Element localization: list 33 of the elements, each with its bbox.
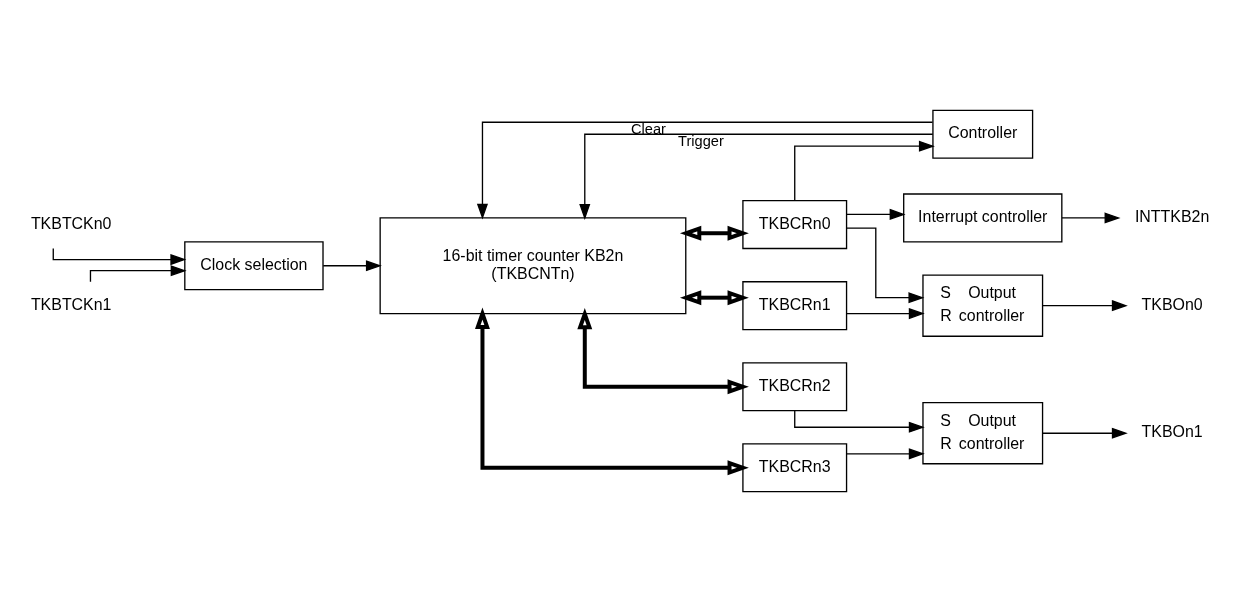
node-box: Controller [932,109,1034,159]
node-box: Clock selection [184,240,324,290]
node-box: S Output R controller [922,401,1044,464]
node-text: TKBTCKn0 [30,214,112,232]
arrow [577,307,749,394]
arrow [475,307,749,475]
arrow [845,208,906,220]
node-box: Interrupt controller [903,192,1063,243]
arrow [679,225,749,241]
arrow [846,226,925,303]
node-box: TKBCRn1 [742,280,848,330]
arrow [794,140,935,201]
arrow [679,289,749,305]
node-box: TKBCRn0 [742,199,848,249]
node-text: TKBOn1 [1141,422,1203,440]
arrow [845,307,925,319]
node-text: INTTKB2n [1134,207,1210,225]
arrow [1042,427,1128,439]
arrow [845,447,925,459]
node-box: TKBCRn3 [742,442,848,492]
node-box: TKBCRn2 [742,361,848,411]
edge-label: Clear [631,120,666,137]
edge-label: Trigger [678,132,724,149]
arrow [579,133,934,220]
node-box: S Output R controller [922,273,1044,337]
arrow [89,264,187,282]
arrow [1042,299,1128,311]
arrow [322,259,382,271]
node-box: 16-bit timer counter KB2n (TKBCNTn) [379,216,687,314]
node-text: TKBTCKn1 [30,295,112,313]
arrow [476,121,934,220]
node-text: TKBOn0 [1141,295,1203,313]
arrow [1061,211,1121,224]
